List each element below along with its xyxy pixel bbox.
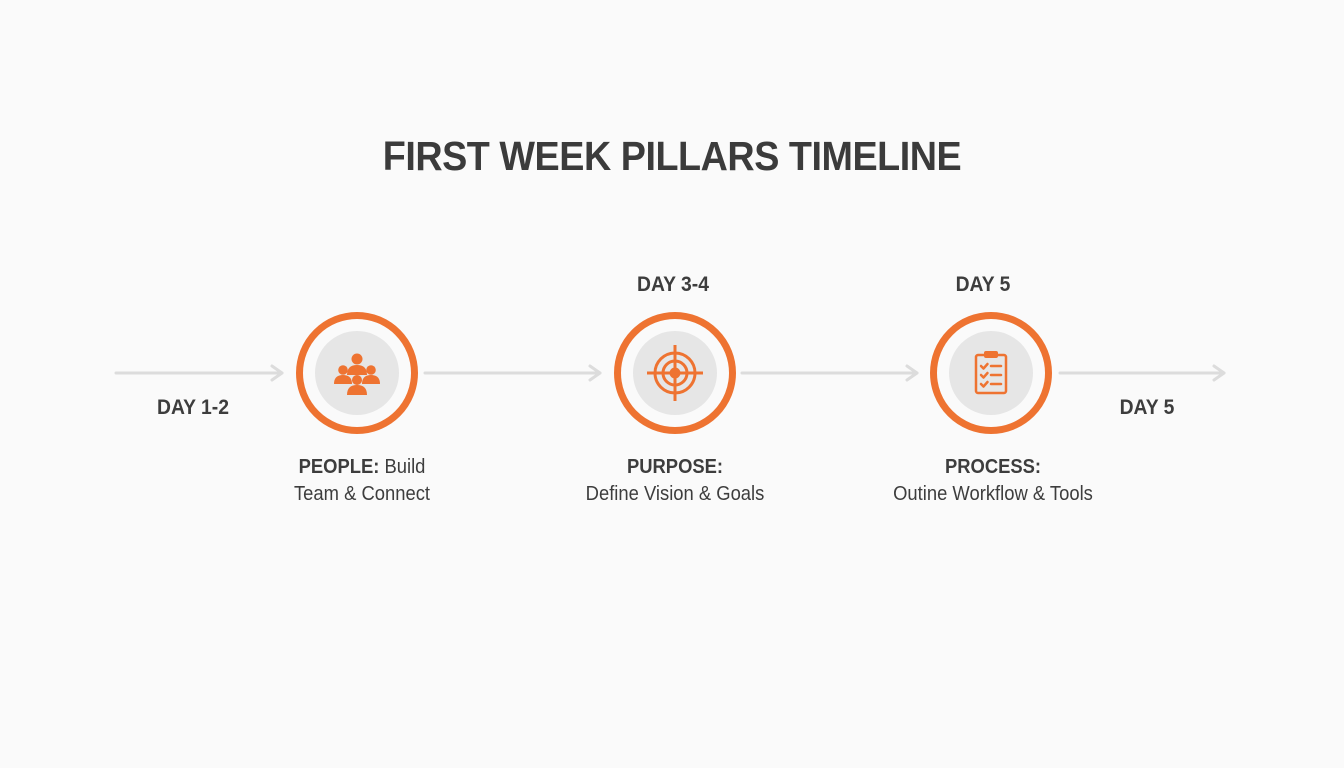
page-title: FIRST WEEK PILLARS TIMELINE: [382, 133, 962, 179]
pillar-node-process: [930, 312, 1052, 434]
arrowhead-icon: [588, 364, 602, 382]
pillar-name: PEOPLE:: [298, 456, 380, 478]
pillar-icon-bg: [315, 331, 399, 415]
day-label-end: DAY 5: [1119, 396, 1175, 419]
pillar-desc-line1: Build: [379, 456, 426, 478]
pillar-icon-bg: [633, 331, 717, 415]
pillar-desc-line2: Team & Connect: [293, 483, 431, 505]
pillar-icon-bg: [949, 331, 1033, 415]
pillar-caption-process: PROCESS: Outine Workflow & Tools: [873, 454, 1112, 508]
clipboard-checklist-icon: [974, 351, 1008, 395]
pillar-node-purpose: [614, 312, 736, 434]
pillar-caption-purpose: PURPOSE: Define Vision & Goals: [555, 454, 794, 508]
day-label-start: DAY 1-2: [157, 396, 229, 419]
arrowhead-icon: [905, 364, 919, 382]
team-icon: [334, 353, 380, 395]
pillar-name: PROCESS:: [944, 456, 1042, 478]
pillar-desc-line2: Define Vision & Goals: [585, 483, 765, 505]
pillar-name: PURPOSE:: [626, 456, 724, 478]
day-label-process: DAY 5: [955, 273, 1011, 296]
arrowhead-icon: [270, 364, 284, 382]
pillar-desc-line2: Outine Workflow & Tools: [893, 483, 1093, 505]
arrowhead-icon: [1212, 364, 1226, 382]
target-icon: [647, 345, 703, 401]
pillar-node-people: [296, 312, 418, 434]
day-label-purpose: DAY 3-4: [637, 273, 709, 296]
pillar-caption-people: PEOPLE: Build Team & Connect: [242, 454, 481, 508]
